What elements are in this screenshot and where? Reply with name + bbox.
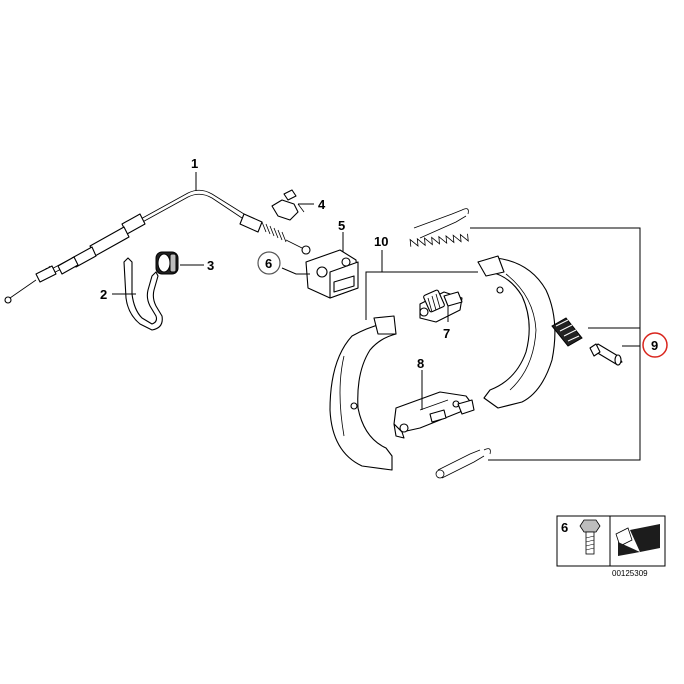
handbrake-cable[interactable]: [4, 189, 311, 304]
callout-1: 1: [191, 156, 198, 171]
cable-clip[interactable]: [271, 189, 305, 221]
diagram-id: 00125309: [612, 569, 648, 578]
torque-wrench-icon: [615, 522, 660, 560]
expander-bracket[interactable]: [305, 249, 359, 299]
callout-9: 9: [651, 338, 658, 353]
parking-brake-shoe-left[interactable]: [329, 315, 397, 471]
bolt-box-number: 6: [561, 520, 568, 535]
lower-return-spring[interactable]: [435, 448, 491, 479]
hold-down-pin[interactable]: [589, 343, 623, 366]
callout-5: 5: [338, 218, 345, 233]
callout-8: 8: [417, 356, 424, 371]
callout-labels: 1 2 3 4 5 6 7 8 9 10: [100, 156, 668, 371]
callout-10: 10: [374, 234, 388, 249]
hold-down-spring[interactable]: [551, 317, 583, 347]
bolt-reference-box: 6 00125309: [556, 515, 666, 578]
bolt-icon: [579, 519, 601, 555]
rubber-grommet[interactable]: [155, 251, 179, 275]
cable-bracket-clip[interactable]: [123, 257, 163, 331]
expander-lever[interactable]: [393, 391, 475, 439]
callout-9-highlight-ring[interactable]: [642, 332, 668, 358]
brake-adjuster[interactable]: [419, 289, 463, 323]
callout-4: 4: [318, 197, 326, 212]
callout-6: 6: [265, 256, 272, 271]
callout-6-ring: [257, 251, 281, 275]
callout-3: 3: [207, 258, 214, 273]
leader-lines: [112, 172, 641, 461]
upper-return-spring[interactable]: [407, 208, 471, 270]
parking-brake-shoe-right[interactable]: [477, 255, 556, 409]
callout-7: 7: [443, 326, 450, 341]
callout-2: 2: [100, 287, 107, 302]
